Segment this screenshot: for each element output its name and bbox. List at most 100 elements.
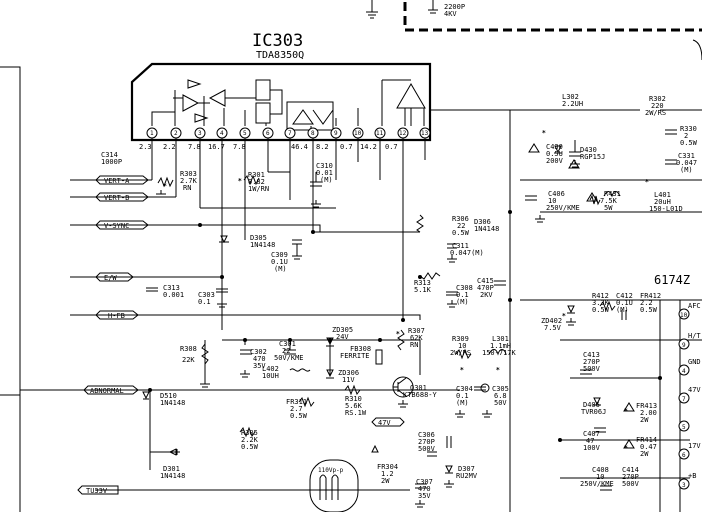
label-c414: C414 xyxy=(622,466,639,474)
connector-e-w: E/W xyxy=(95,272,134,282)
svg-text:20uH: 20uH xyxy=(654,198,671,206)
fbt-pin-9 xyxy=(678,338,690,350)
label-c311: C311 xyxy=(452,242,469,250)
svg-text:7.8: 7.8 xyxy=(233,143,246,151)
label-c305: C305 xyxy=(492,385,509,393)
svg-text:2KV: 2KV xyxy=(480,291,493,299)
safety-mark-icons xyxy=(528,143,635,449)
label-r313: R313 xyxy=(414,279,431,287)
svg-text:110Vp-p: 110Vp-p xyxy=(318,467,344,474)
svg-text:35V: 35V xyxy=(253,362,266,370)
connector-47v: 47V xyxy=(371,417,405,427)
ground-symbol xyxy=(366,0,378,19)
svg-text:ABNORMAL: ABNORMAL xyxy=(90,387,124,395)
svg-text:250V/KME: 250V/KME xyxy=(546,204,580,212)
svg-text:0.47: 0.47 xyxy=(640,443,657,451)
svg-text:VERT-B: VERT-B xyxy=(104,194,129,202)
svg-text:8.2: 8.2 xyxy=(316,143,329,151)
svg-text:3: 3 xyxy=(198,130,202,137)
label-c306: C306 xyxy=(418,431,435,439)
svg-text:11V: 11V xyxy=(342,376,355,384)
svg-text:7: 7 xyxy=(682,396,686,403)
svg-text:47: 47 xyxy=(586,437,594,445)
connector-vert-a: VERT-A xyxy=(95,175,149,185)
label-l401: L401 xyxy=(654,191,671,199)
connector-v-sync: V-SYNC xyxy=(95,220,149,230)
svg-text:7.8: 7.8 xyxy=(188,143,201,151)
label-d406: D406 xyxy=(583,401,600,409)
svg-text:V-SYNC: V-SYNC xyxy=(104,222,129,230)
svg-text:2: 2 xyxy=(174,130,178,137)
svg-text:0.5W: 0.5W xyxy=(290,412,308,420)
label-fr412: FR412 xyxy=(640,292,661,300)
svg-text:46.4: 46.4 xyxy=(291,143,308,151)
svg-text:5.6K: 5.6K xyxy=(345,402,363,410)
label-r306: R306 xyxy=(452,215,469,223)
fbt-pin-4 xyxy=(678,364,690,376)
board-edge-left xyxy=(0,66,21,512)
label-c308: C308 xyxy=(456,284,473,292)
svg-text:RN: RN xyxy=(410,341,418,349)
svg-text:5.1K: 5.1K xyxy=(414,286,432,294)
svg-text:*: * xyxy=(624,444,628,452)
ground-symbol xyxy=(428,0,438,14)
component-symbols xyxy=(142,172,507,489)
label-l302: L302 xyxy=(562,93,579,101)
svg-text:0.1: 0.1 xyxy=(456,291,469,299)
label-c313: C313 xyxy=(163,284,180,292)
svg-text:0.5W: 0.5W xyxy=(640,306,658,314)
ic-pin-leads xyxy=(151,138,426,330)
ic-part-number: TDA8350Q xyxy=(256,50,304,61)
svg-text:2.7: 2.7 xyxy=(290,405,303,413)
svg-text:0.1: 0.1 xyxy=(198,298,211,306)
part-label-c-top-2: 4KV xyxy=(444,10,457,18)
svg-text:9: 9 xyxy=(682,342,686,349)
fbt-pin-6 xyxy=(678,448,690,460)
svg-text:FERRITE: FERRITE xyxy=(340,352,370,360)
label-fr414: FR414 xyxy=(636,436,657,444)
label-c310: C310 xyxy=(316,162,333,170)
svg-text:470P: 470P xyxy=(477,284,494,292)
svg-text:(M): (M) xyxy=(274,265,287,273)
svg-text:2W: 2W xyxy=(640,450,649,458)
svg-text:10: 10 xyxy=(458,342,466,350)
svg-text:47V: 47V xyxy=(688,386,701,394)
label-c408: C408 xyxy=(592,466,609,474)
svg-text:*: * xyxy=(238,177,242,185)
connector-vert-b: VERT-B xyxy=(95,192,149,202)
svg-text:E/W: E/W xyxy=(104,274,117,282)
svg-text:2W: 2W xyxy=(381,477,390,485)
svg-text:0.5W: 0.5W xyxy=(680,139,698,147)
svg-text:2W/RS: 2W/RS xyxy=(450,349,471,357)
label-d430: D430 xyxy=(580,146,597,154)
svg-text:24V: 24V xyxy=(336,333,349,341)
svg-text:8: 8 xyxy=(311,130,315,137)
svg-text:1.1mH: 1.1mH xyxy=(490,342,511,350)
svg-text:35V: 35V xyxy=(418,492,431,500)
svg-text:1N4148: 1N4148 xyxy=(474,225,499,233)
svg-text:*: * xyxy=(163,182,167,190)
label-zd305: ZD305 xyxy=(332,326,353,334)
signal-wires xyxy=(20,171,460,491)
svg-text:4: 4 xyxy=(220,130,224,137)
svg-text:10: 10 xyxy=(548,197,556,205)
label-r307: R307 xyxy=(408,327,425,335)
svg-text:150-L01D: 150-L01D xyxy=(649,205,683,213)
svg-text:RU2MV: RU2MV xyxy=(456,472,478,480)
svg-text:3: 3 xyxy=(682,482,686,489)
svg-text:200V: 200V xyxy=(546,157,564,165)
svg-text:(M): (M) xyxy=(456,399,469,407)
svg-text:10UH: 10UH xyxy=(262,372,279,380)
svg-text:2.2K: 2.2K xyxy=(241,436,259,444)
svg-text:500V: 500V xyxy=(583,365,601,373)
svg-text:VERT-A: VERT-A xyxy=(104,177,130,185)
svg-text:7.5K: 7.5K xyxy=(600,197,618,205)
svg-text:220: 220 xyxy=(651,102,664,110)
svg-text:RS.1W: RS.1W xyxy=(345,409,367,417)
label-r302: R302 xyxy=(649,95,666,103)
fbt-pin-7 xyxy=(678,392,690,404)
svg-text:5: 5 xyxy=(243,130,247,137)
svg-text:250V/KME: 250V/KME xyxy=(580,480,614,488)
